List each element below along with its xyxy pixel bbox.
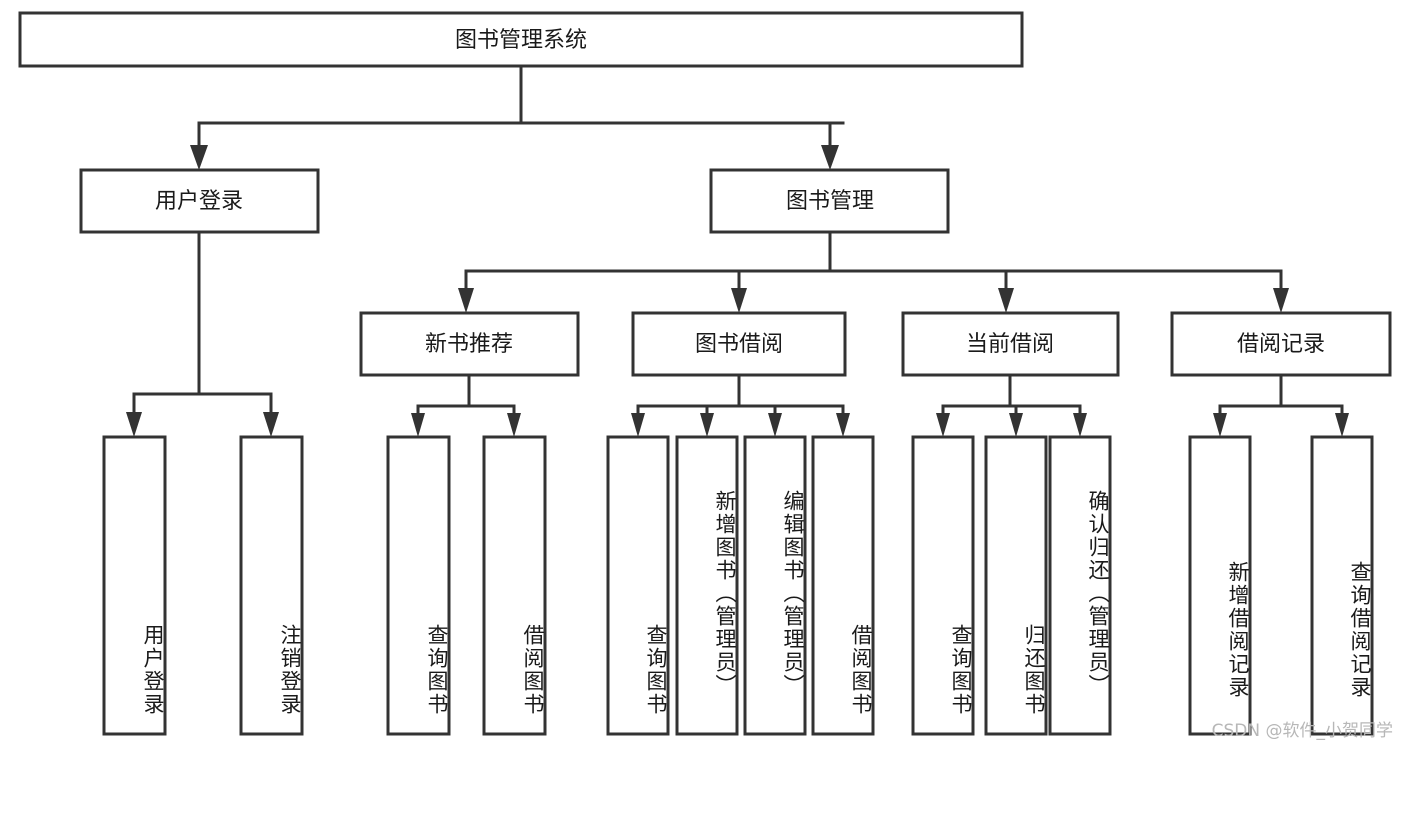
node-new-book-recommend[interactable]: 新书推荐	[359, 311, 580, 377]
arrow-head-current-borrow	[998, 288, 1014, 313]
arrow-head-leaf-user-login	[126, 412, 142, 437]
leaf-return-book-box[interactable]	[984, 435, 1048, 736]
node-borrow-record-box	[1170, 311, 1392, 377]
node-new-book-recommend-box	[359, 311, 580, 377]
node-root-label: 图书管理系统	[455, 28, 587, 53]
arrow-head-leaf-query-borrow-record	[1335, 413, 1349, 437]
arrow-head-leaf-add-borrow-record	[1213, 413, 1227, 437]
arrow-head-leaf-return-book	[1009, 413, 1023, 437]
node-borrow-record-label: 借阅记录	[1237, 332, 1325, 357]
node-book-management-box	[709, 168, 950, 234]
leaf-borrow-book-box[interactable]	[811, 435, 875, 736]
leaf-query-borrow-record-box[interactable]	[1310, 435, 1374, 736]
arrow-head-leaf-query-book-borrow	[631, 413, 645, 437]
leaf-edit-book-admin-box[interactable]	[743, 435, 807, 736]
arrow-head-leaf-add-book-admin	[700, 413, 714, 437]
arrow-head-borrow-record	[1273, 288, 1289, 313]
leaf-query-book-current-box[interactable]	[911, 435, 975, 736]
leaf-box-layer	[102, 435, 1374, 736]
arrow-head-leaf-edit-book-admin	[768, 413, 782, 437]
node-book-borrow-label: 图书借阅	[695, 332, 783, 357]
node-book-borrow[interactable]: 图书借阅	[631, 311, 847, 377]
node-root-box	[18, 11, 1024, 68]
node-root[interactable]: 图书管理系统	[18, 11, 1024, 68]
arrow-head-leaf-borrow-book	[836, 413, 850, 437]
node-user-login-label: 用户登录	[155, 189, 243, 214]
node-book-borrow-box	[631, 311, 847, 377]
leaf-add-book-admin-box[interactable]	[675, 435, 739, 736]
arrow-head-new-book-recommend	[458, 288, 474, 313]
node-borrow-record[interactable]: 借阅记录	[1170, 311, 1392, 377]
node-current-borrow-box	[901, 311, 1120, 377]
leaf-logout-login-box[interactable]	[239, 435, 304, 736]
arrow-head-book-borrow	[731, 288, 747, 313]
leaf-borrow-book-recommend-box[interactable]	[482, 435, 547, 736]
leaf-query-book-recommend-box[interactable]	[386, 435, 451, 736]
diagram-canvas: 图书管理系统 用户登录 图书管理 新书推荐 图书借阅 当前借阅 借阅记录	[18, 11, 1392, 736]
arrow-head-user-login	[190, 145, 208, 170]
flowchart-diagram: 图书管理系统 用户登录 图书管理 新书推荐 图书借阅 当前借阅 借阅记录	[18, 11, 1393, 741]
leaf-user-login-box[interactable]	[102, 435, 167, 736]
node-user-login-box	[79, 168, 320, 234]
arrow-head-leaf-confirm-return-admin	[1073, 413, 1087, 437]
node-current-borrow-label: 当前借阅	[966, 332, 1054, 357]
connector-layer	[126, 64, 1349, 437]
leaf-confirm-return-admin-box[interactable]	[1048, 435, 1112, 736]
arrow-head-leaf-logout-login	[263, 412, 279, 437]
arrow-head-leaf-borrow-book-recommend	[507, 413, 521, 437]
arrow-head-book-management	[821, 145, 839, 170]
arrow-head-leaf-query-book-current	[936, 413, 950, 437]
node-new-book-recommend-label: 新书推荐	[425, 332, 513, 357]
arrow-head-leaf-query-book-recommend	[411, 413, 425, 437]
node-book-management[interactable]: 图书管理	[709, 168, 950, 234]
leaf-query-book-borrow-box[interactable]	[606, 435, 670, 736]
leaf-add-borrow-record-box[interactable]	[1188, 435, 1252, 736]
node-current-borrow[interactable]: 当前借阅	[901, 311, 1120, 377]
node-user-login[interactable]: 用户登录	[79, 168, 320, 234]
csdn-watermark: CSDN @软件_小贺同学	[1211, 721, 1393, 741]
node-book-management-label: 图书管理	[786, 189, 874, 214]
